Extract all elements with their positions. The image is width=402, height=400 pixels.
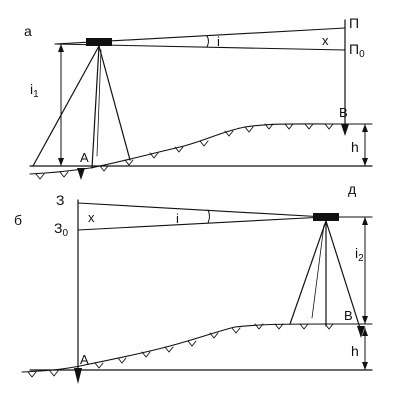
panel-a-stake-a — [77, 168, 85, 180]
panel-b-terrain-hatch — [27, 323, 334, 378]
panel-b-arrowhead — [362, 316, 368, 324]
panel-b-stake-b — [357, 326, 365, 338]
panel-b-rod-level-label: З0 — [54, 220, 68, 239]
panel-b-level-instrument — [313, 213, 339, 221]
panel-b-tripod-leg — [325, 220, 361, 329]
panel-b-sight-line — [77, 202, 326, 218]
panel-b-corner-label: д — [348, 181, 356, 197]
panel-a-tripod-leg — [96, 49, 102, 157]
panel-a-tripod-leg — [32, 45, 100, 167]
panel-a-terrain-hatch — [35, 123, 334, 180]
panel-b-angle-label: i — [176, 211, 179, 226]
panel-a-stake-b — [341, 124, 349, 136]
panel-a-point-a-label: A — [80, 150, 89, 165]
panel-b-level-line — [77, 216, 326, 231]
panel-a-elevation-label: h — [351, 139, 359, 155]
panel-b-tripod-leg — [311, 224, 325, 319]
panel-a-arrowhead — [58, 44, 64, 52]
panel-b-tripod-leg — [289, 220, 327, 325]
panel-a-arrowhead — [362, 158, 368, 166]
panel-b-arrowhead — [362, 328, 368, 336]
panel-a-rod-level-label: П0 — [349, 41, 365, 60]
panel-a-angle-arc — [206, 35, 209, 48]
panel-a-point-b-label: B — [339, 105, 348, 120]
panel-a-tripod-leg — [91, 45, 100, 169]
panel-b-terrain — [21, 323, 361, 373]
panel-b-arrowhead — [362, 362, 368, 370]
panel-b-angle-arc — [207, 209, 210, 224]
panel-a-arrowhead — [362, 124, 368, 132]
panel-a-height-label: i1 — [30, 81, 39, 100]
panel-a-label: а — [24, 23, 32, 39]
panel-b-stake-a — [74, 368, 82, 384]
panel-b-arrowhead — [362, 217, 368, 225]
panel-a-arrowhead — [58, 158, 64, 166]
panel-a-angle-label: i — [217, 34, 220, 49]
panel-b-height-label: i2 — [355, 245, 364, 264]
panel-b-elevation-label: h — [351, 343, 359, 359]
panel-a-level-instrument — [86, 38, 112, 46]
panel-b-point-b-label: B — [344, 308, 353, 323]
panel-b-label: б — [14, 212, 22, 228]
panel-b: б З З0 x i д i2 A B h — [14, 181, 373, 384]
panel-b-rod-top-label: З — [56, 192, 64, 208]
panel-b-offset-label: x — [88, 210, 95, 225]
panel-a-rod-top-label: П — [349, 15, 359, 31]
panel-a-offset-label: x — [322, 33, 329, 48]
panel-a-tripod-leg — [98, 45, 131, 161]
panel-b-point-a-label: A — [80, 352, 89, 367]
panel-a: а П П0 x i i1 A B h — [24, 15, 373, 180]
